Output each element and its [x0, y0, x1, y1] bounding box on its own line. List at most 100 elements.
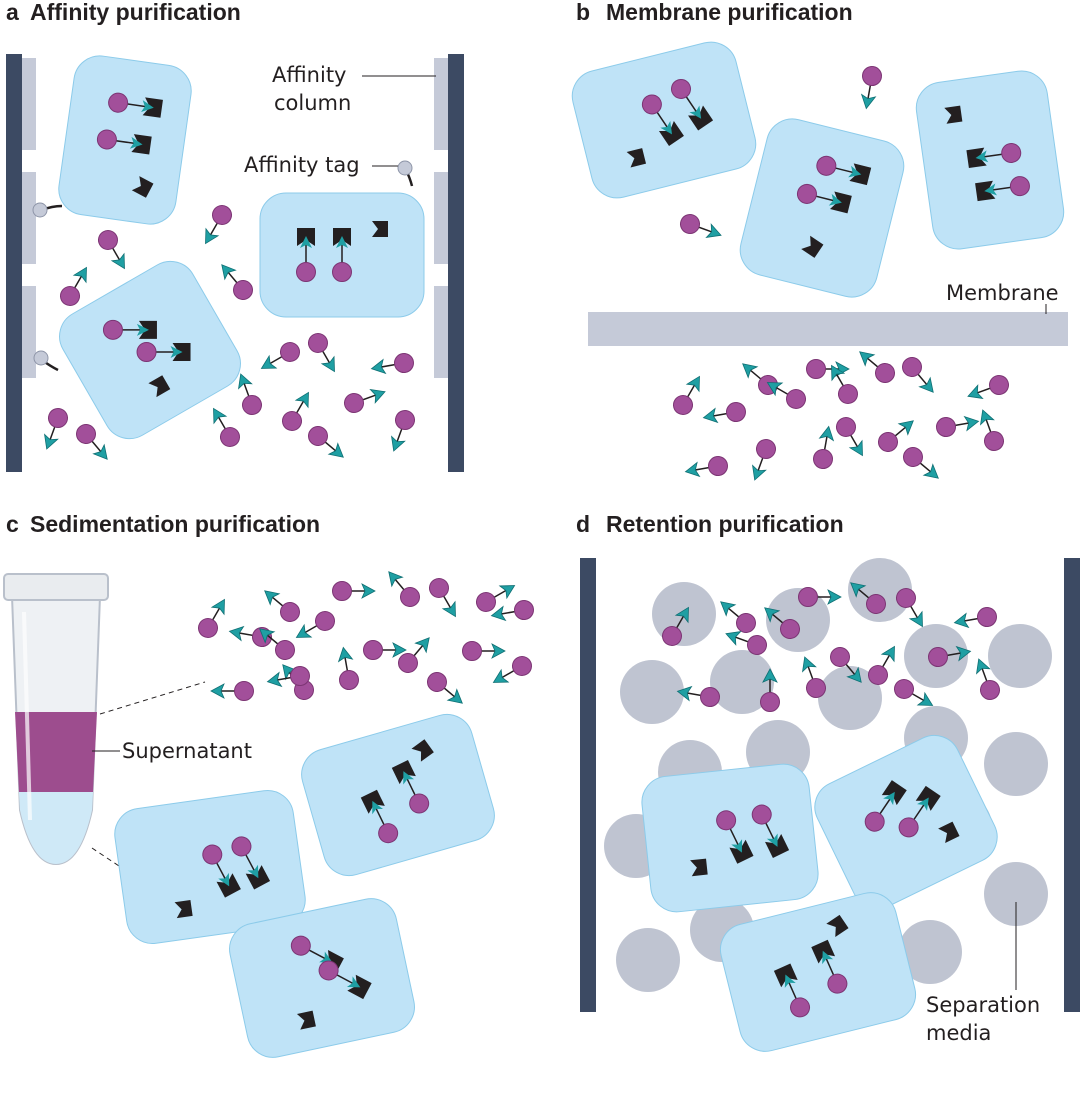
- ligand-sphere: [878, 432, 898, 452]
- bound-complex: [391, 760, 430, 814]
- ligand-sphere: [136, 342, 157, 362]
- ligand-sphere: [816, 155, 837, 176]
- tag-arrowhead: [818, 425, 835, 442]
- free-tagged-molecule: [813, 425, 835, 469]
- supernatant-layer: [15, 712, 97, 792]
- compartment: [301, 713, 495, 877]
- compartment: [814, 734, 998, 910]
- free-tagged-molecule: [476, 585, 516, 612]
- free-tagged-molecule: [676, 685, 720, 707]
- free-tagged-molecule: [802, 656, 826, 698]
- free-tagged-molecule: [967, 375, 1009, 399]
- compartment-body: [114, 790, 306, 944]
- ligand-sphere: [202, 844, 223, 865]
- free-tagged-molecule: [332, 581, 376, 601]
- ligand-sphere: [827, 973, 848, 994]
- affinity-tag-bead: [397, 160, 413, 176]
- ligand-sphere: [980, 680, 1000, 700]
- ligand-sphere: [290, 935, 311, 956]
- tag-arrowhead: [976, 658, 991, 675]
- ligand-sphere: [296, 262, 316, 282]
- free-tagged-molecule: [260, 342, 300, 369]
- tag-arrowhead: [980, 409, 995, 426]
- ligand-sphere: [868, 665, 888, 685]
- tag-arrowhead: [492, 668, 510, 683]
- tag-arrowhead: [441, 600, 456, 618]
- linker: [682, 383, 696, 406]
- free-tagged-molecule: [221, 264, 253, 300]
- tag-arrowhead: [205, 227, 220, 245]
- tag-arrowhead: [916, 691, 934, 706]
- ligand-sphere: [673, 395, 693, 415]
- bound-complex: [318, 960, 372, 1000]
- ligand-sphere: [903, 447, 923, 467]
- compartment-body: [571, 41, 757, 199]
- tag-arrowhead: [346, 976, 361, 988]
- panel-a-title: Affinity purification: [30, 0, 241, 25]
- bound-complex: [202, 844, 241, 898]
- tag-arrowhead: [725, 631, 742, 646]
- linker: [217, 415, 231, 438]
- ligand-sphere: [198, 618, 218, 638]
- free-tagged-molecule: [868, 645, 895, 685]
- affinity-tethers: [32, 160, 414, 372]
- tag-arrowhead: [141, 100, 154, 112]
- tag-arrowhead: [731, 839, 743, 853]
- ligand-sphere: [641, 94, 662, 115]
- free-tagged-molecule: [370, 353, 414, 375]
- free-tagged-molecule: [238, 373, 262, 415]
- tag-arrowhead: [984, 183, 997, 196]
- panel-b-heading: b Membrane purification: [576, 0, 853, 25]
- free-tagged-molecule: [902, 357, 934, 393]
- ligand-sphere: [363, 640, 383, 660]
- empty-binder-protein: [938, 821, 960, 843]
- zoom-guide-top: [99, 681, 206, 715]
- tag-arrowhead: [766, 382, 784, 397]
- tag-arrowhead: [828, 193, 842, 206]
- ligand-sphere: [662, 626, 682, 646]
- ligand-sphere: [896, 588, 916, 608]
- tag-arrowhead: [403, 771, 415, 785]
- free-tagged-molecule: [264, 590, 300, 622]
- free-tagged-molecule: [980, 409, 1004, 451]
- panel-b-title: Membrane purification: [606, 0, 853, 25]
- ligand-sphere: [756, 439, 776, 459]
- linker: [774, 386, 797, 400]
- panel-d-title: Retention purification: [606, 511, 844, 537]
- separation-bead: [984, 862, 1048, 926]
- separation-media-label-line2: media: [926, 1021, 991, 1045]
- column-resin: [22, 58, 36, 150]
- linker: [317, 435, 337, 453]
- tag-arrowhead: [762, 668, 778, 683]
- free-tagged-molecule: [673, 375, 700, 415]
- free-tagged-molecule: [936, 415, 980, 437]
- linker: [375, 807, 389, 834]
- tag-arrowhead: [846, 666, 862, 683]
- empty-binder-protein: [826, 914, 849, 938]
- free-tagged-molecule: [836, 417, 863, 457]
- linker: [353, 394, 377, 404]
- affinity-tag-label: Affinity tag: [244, 153, 360, 177]
- ligand-sphere: [344, 393, 364, 413]
- free-tagged-molecule: [798, 587, 842, 607]
- panel-a-compartments: [58, 55, 425, 440]
- bound-complex: [108, 92, 163, 118]
- compartment-body: [301, 713, 495, 877]
- tag-arrowhead: [136, 323, 149, 336]
- free-tagged-molecule: [282, 391, 309, 431]
- free-tagged-molecule: [850, 582, 886, 614]
- tag-arrowhead: [369, 389, 386, 404]
- free-tagged-molecule: [391, 410, 415, 452]
- tag-arrowhead: [372, 800, 384, 815]
- tag-arrowhead: [361, 583, 376, 599]
- tag-arrowhead: [320, 355, 335, 373]
- tag-arrowhead: [705, 223, 722, 238]
- panel-d-compartments: [641, 734, 998, 1052]
- ligand-sphere: [220, 427, 240, 447]
- affinity-tag-bead: [33, 350, 49, 366]
- affinity-column: [6, 54, 464, 472]
- free-tagged-molecule: [198, 598, 225, 638]
- free-tagged-molecule: [928, 645, 972, 667]
- tag-arrowhead: [689, 105, 702, 119]
- ligand-sphere: [796, 183, 817, 204]
